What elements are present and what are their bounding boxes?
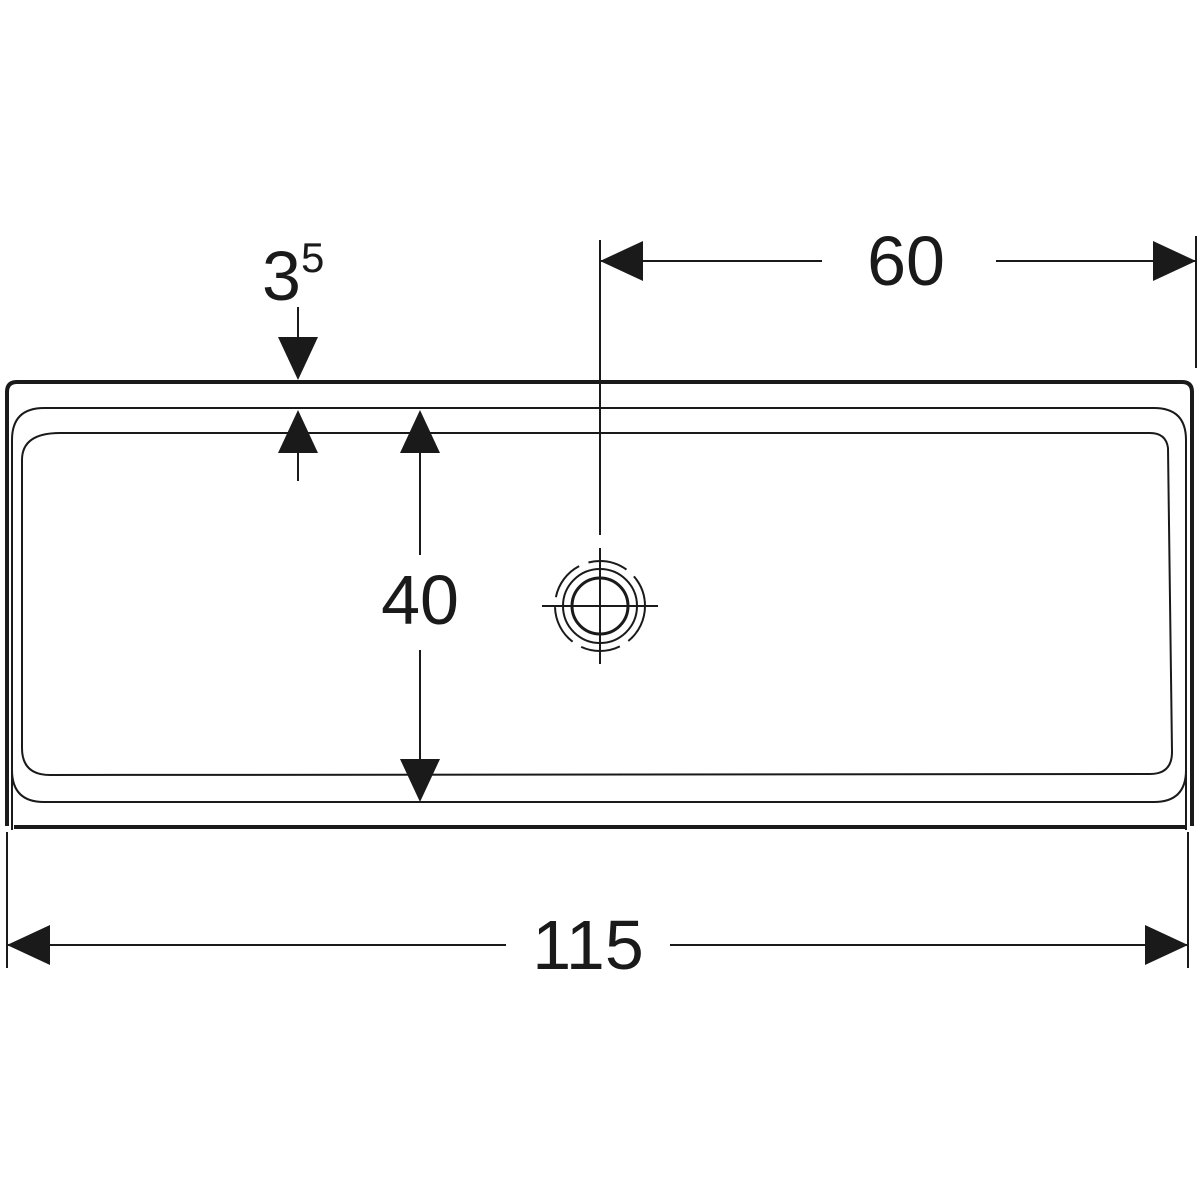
dimension-60: 60 bbox=[600, 222, 1196, 300]
arrow-down-3-5 bbox=[278, 337, 318, 380]
dim-3-5-superscript: 5 bbox=[301, 234, 324, 281]
rim-inner-edge bbox=[11, 407, 1187, 803]
arrow-right-60 bbox=[1153, 241, 1196, 281]
extension-lines bbox=[6, 236, 1197, 968]
dimension-115: 115 bbox=[7, 906, 1188, 984]
arrow-left-115 bbox=[7, 925, 50, 965]
dimension-3-5: 35 bbox=[262, 234, 324, 481]
dimension-label-3-5: 35 bbox=[262, 234, 324, 315]
arrow-up-3-5 bbox=[278, 410, 318, 453]
dimension-label-60: 60 bbox=[867, 222, 945, 300]
dim-3-5-main-digit: 3 bbox=[262, 237, 301, 315]
drain-symbol bbox=[542, 548, 658, 664]
arrow-right-115 bbox=[1145, 925, 1188, 965]
arrow-left-60 bbox=[600, 241, 643, 281]
arrow-up-40 bbox=[400, 410, 440, 453]
arrow-down-40 bbox=[400, 759, 440, 802]
dimension-label-115: 115 bbox=[532, 906, 644, 984]
dimension-40: 40 bbox=[381, 410, 459, 802]
bowl-edge bbox=[21, 432, 1174, 777]
dimension-label-40: 40 bbox=[381, 561, 459, 639]
